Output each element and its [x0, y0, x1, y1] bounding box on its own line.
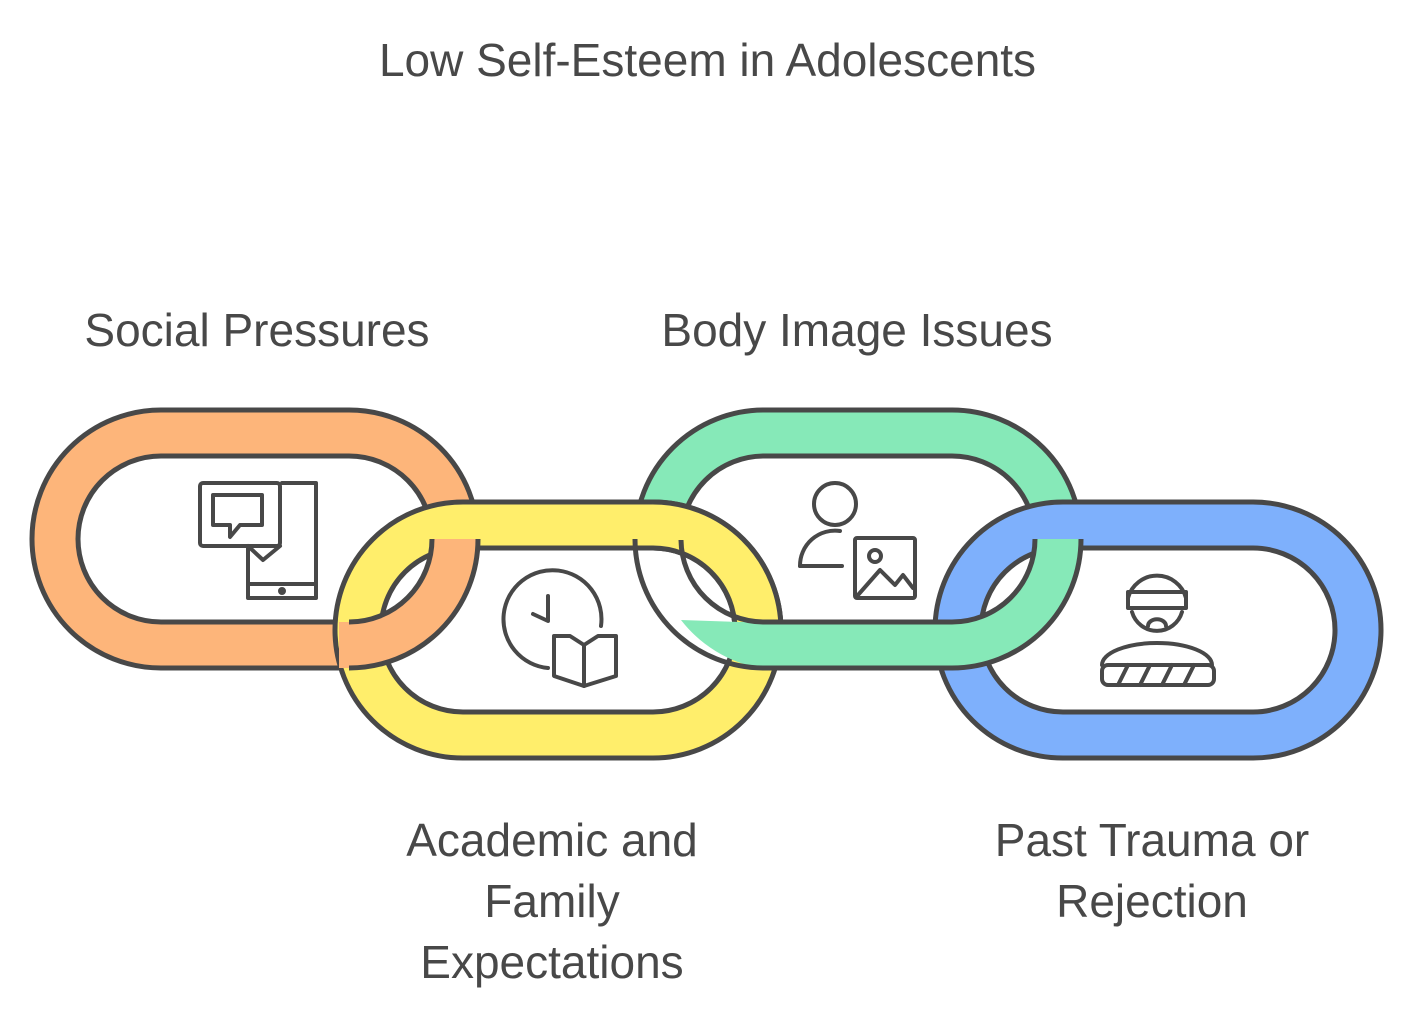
blindfolded-person-icon [1100, 573, 1216, 687]
interlock-social-over-academic [339, 538, 481, 671]
label-academic-family-expectations: Academic and Family Expectations [330, 810, 774, 993]
label-social-pressures: Social Pressures [50, 300, 464, 361]
label-trauma-line-2: Rejection [1056, 875, 1248, 927]
label-academic-line-1: Academic and [406, 814, 698, 866]
label-social-line-1: Social Pressures [84, 304, 430, 356]
chat-phone-icon [198, 481, 318, 600]
interlock-body-bottom-over-academic [632, 538, 905, 671]
label-past-trauma-rejection: Past Trauma or Rejection [940, 810, 1364, 932]
label-trauma-line-1: Past Trauma or [994, 814, 1310, 866]
interlock-academic-over-body [651, 499, 784, 631]
label-academic-line-3: Expectations [420, 936, 684, 988]
label-academic-line-2: Family [484, 875, 620, 927]
clock-book-icon [501, 568, 618, 688]
interlock-body-over-trauma [900, 538, 1084, 671]
label-body-image-issues: Body Image Issues [600, 300, 1114, 361]
person-image-icon [797, 481, 917, 600]
label-body-line-1: Body Image Issues [661, 304, 1053, 356]
diagram-title: Low Self-Esteem in Adolescents [378, 34, 1037, 86]
